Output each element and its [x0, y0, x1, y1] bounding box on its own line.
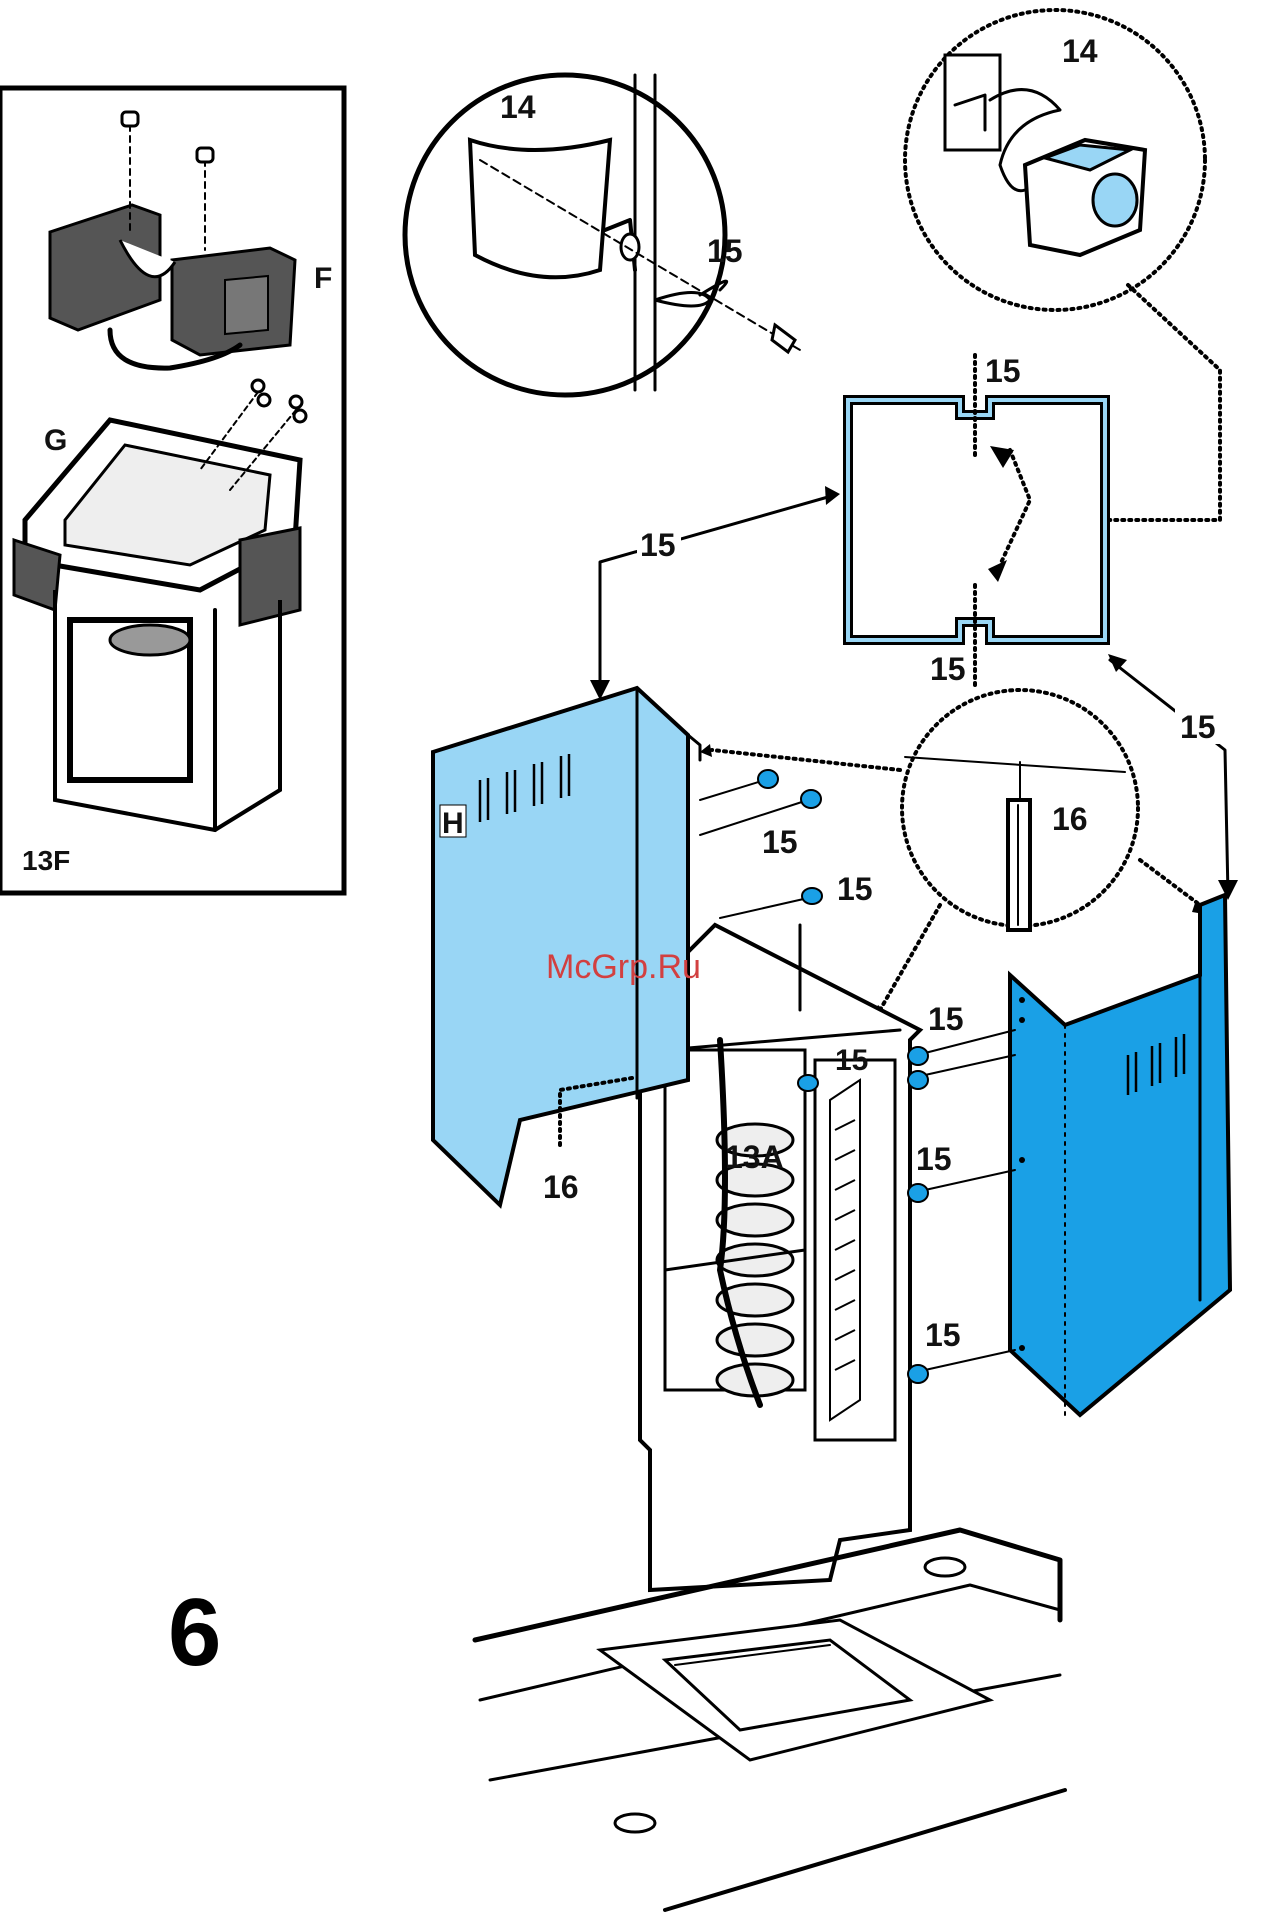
hood-base: [475, 1530, 1065, 1910]
inset-13f: 13F F G: [0, 88, 344, 893]
label-15-arrow-right: 15: [1180, 709, 1216, 745]
label-15-bottom-section: 15: [930, 651, 966, 687]
cross-section: 15 15: [848, 353, 1105, 687]
part-g-label: G: [44, 424, 67, 457]
panel-right: [1010, 895, 1230, 1420]
label-15-screw-frame: 15: [837, 871, 873, 907]
label-h: H: [442, 807, 464, 840]
label-15-r3: 15: [925, 1317, 961, 1353]
label-15-screws-h: 15: [762, 824, 798, 860]
label-15-r2: 15: [916, 1141, 952, 1177]
label-15-arrow-left: 15: [640, 527, 676, 563]
arrow-15-right: 15: [1108, 654, 1238, 900]
label-15-left-circle: 15: [707, 233, 743, 269]
label-14-left: 14: [500, 89, 536, 125]
inset-label: 13F: [22, 845, 70, 876]
step-number: 6: [168, 1579, 221, 1686]
arrow-15-left: 15: [590, 486, 840, 700]
screws-h: 15: [700, 770, 821, 860]
label-13a: 13A: [725, 1139, 784, 1175]
screws-right: 15 15 15: [908, 1001, 1015, 1383]
watermark: McGrp.Ru: [546, 948, 701, 986]
label-14-right: 14: [1062, 33, 1098, 69]
label-15-top: 15: [985, 353, 1021, 389]
part-f-label: F: [314, 262, 332, 295]
label-15-inner: 15: [835, 1044, 868, 1077]
label-15-r1: 15: [928, 1001, 964, 1037]
label-16-bottom: 16: [543, 1169, 579, 1205]
label-16-circle: 16: [1052, 801, 1088, 837]
detail-circle-14-left: 14 15: [405, 75, 800, 395]
